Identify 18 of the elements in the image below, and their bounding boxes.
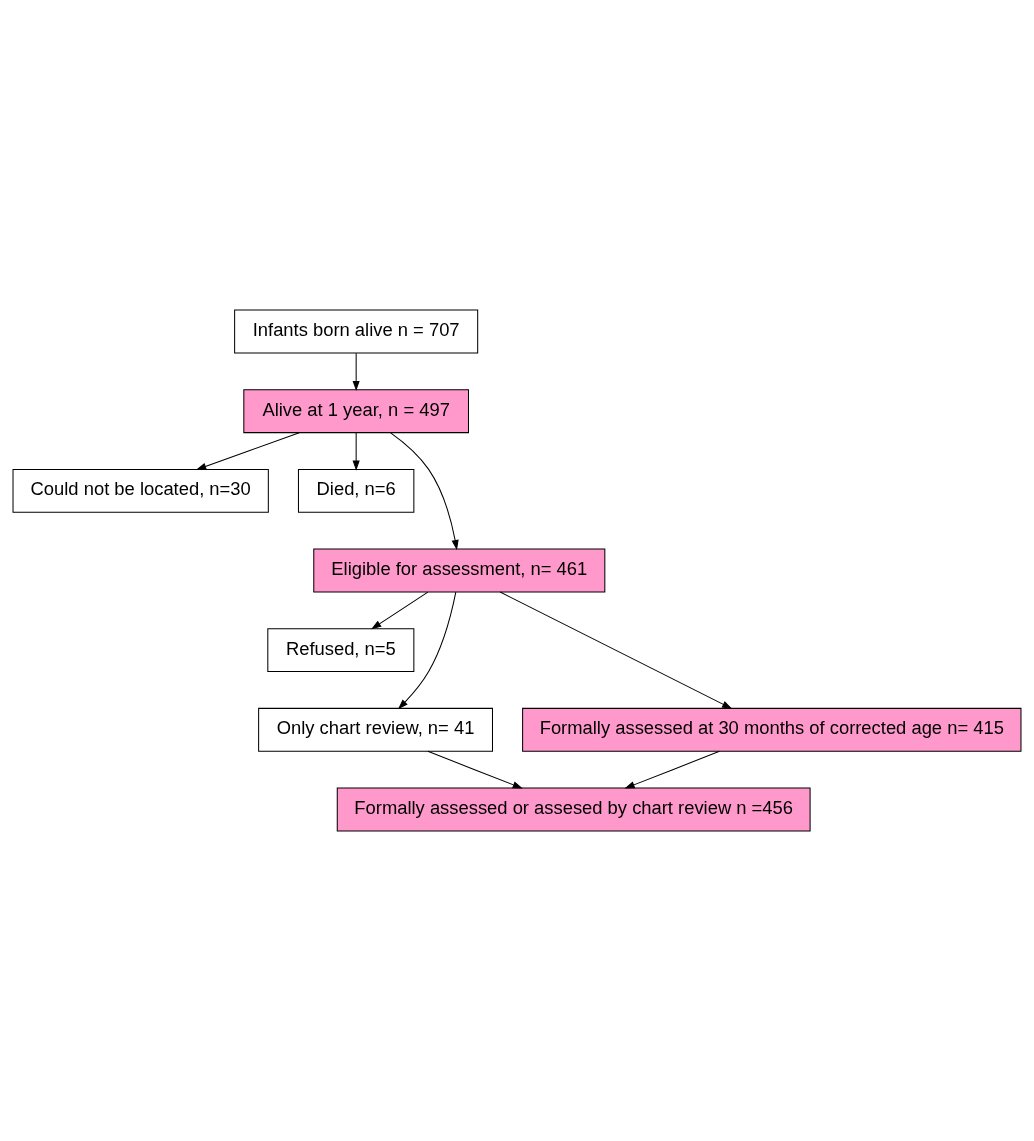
- arrow: [371, 591, 429, 630]
- node-box: Alive at 1 year, n = 497: [243, 389, 469, 434]
- arrow: [624, 750, 720, 789]
- node-box: Formally assessed or assesed by chart review n =456: [336, 787, 811, 832]
- node-box: Infants born alive n = 707: [234, 309, 479, 354]
- arrow: [352, 432, 360, 471]
- arrow: [499, 591, 733, 709]
- arrow: [398, 591, 457, 710]
- arrow: [352, 352, 360, 392]
- node-box: Formally assessed at 30 months of corrected age n= 415: [522, 707, 1022, 752]
- node-box: Only chart review, n= 41: [258, 707, 493, 752]
- arrow: [390, 432, 459, 551]
- node-box: Could not be located, n=30: [12, 468, 269, 513]
- node-box: Eligible for assessment, n= 461: [313, 548, 606, 593]
- arrow: [196, 432, 300, 470]
- node-box: Died, n=6: [297, 468, 415, 513]
- node-box: Refused, n=5: [267, 628, 415, 673]
- arrow: [427, 750, 523, 789]
